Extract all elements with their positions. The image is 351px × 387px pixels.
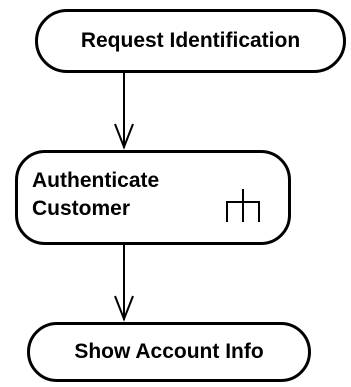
arrowhead-icon	[114, 295, 134, 322]
flow-arrow-authenticate-to-show	[114, 245, 134, 322]
rake-icon	[226, 189, 260, 222]
action-show-account-info[interactable]: Show Account Info	[27, 322, 311, 382]
action-label: Show Account Info	[74, 340, 264, 363]
flow-arrow-request-to-authenticate	[114, 73, 134, 150]
action-label: Authenticate Customer	[32, 169, 160, 220]
action-authenticate-customer[interactable]: Authenticate Customer	[15, 150, 291, 245]
arrowhead-icon	[114, 123, 134, 150]
action-label: Request Identification	[80, 29, 301, 52]
action-request-identification[interactable]: Request Identification	[35, 9, 346, 73]
